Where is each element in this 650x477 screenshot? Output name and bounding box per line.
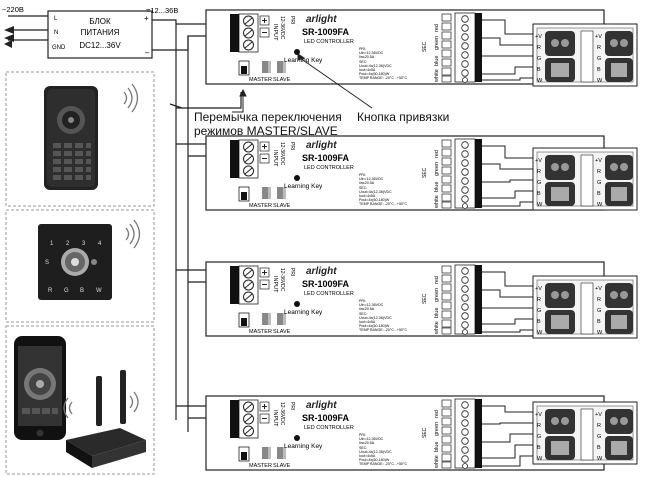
wall-num-2: 2	[66, 241, 70, 247]
handheld-remote	[44, 86, 98, 190]
led-strip-3	[532, 275, 638, 339]
jumper-callout-line2: режимов MASTER/SLAVE	[194, 124, 338, 138]
wireless-signal-icon	[125, 219, 141, 249]
psu-title-2: ПИТАНИЯ	[81, 28, 120, 37]
smartphone-app	[14, 336, 66, 440]
wall-letter-w: W	[96, 288, 102, 294]
power-supply	[4, 10, 153, 59]
led-strip-4	[532, 401, 638, 465]
wireless-signal-icon	[63, 391, 139, 419]
output-wiring	[482, 19, 533, 467]
wireless-signal-icon	[123, 83, 139, 113]
psu-output-voltage: =12...36B	[146, 6, 178, 15]
psu-minus: –	[145, 48, 150, 57]
wall-letter-b: B	[80, 288, 84, 294]
psu-pin-n: N	[54, 30, 58, 36]
wall-num-3: 3	[82, 241, 86, 247]
led-strip-1	[532, 23, 638, 87]
wifi-converter	[66, 370, 146, 468]
wall-panel-remote: 1 2 3 4 S R G B W	[38, 224, 112, 300]
mains-voltage-label: ~220B	[2, 5, 24, 14]
wall-letter-g: G	[64, 288, 69, 294]
jumper-callout-line1: Перемычка переключения	[194, 110, 342, 124]
wall-letter-s: S	[45, 260, 49, 266]
wall-num-1: 1	[50, 241, 54, 247]
led-strip-2	[532, 147, 638, 211]
wall-letter-r: R	[48, 288, 53, 294]
psu-pin-l: L	[54, 16, 58, 22]
psu-pin-gnd: GND	[52, 45, 66, 51]
psu-title-3: DC12...36V	[79, 41, 121, 50]
callout-leaders	[232, 53, 373, 113]
jumper-callout: Перемычка переключения режимов MASTER/SL…	[194, 110, 342, 138]
learning-key-callout: Кнопка привязки	[357, 110, 450, 124]
psu-plus: +	[144, 14, 149, 23]
wall-num-4: 4	[98, 241, 102, 247]
psu-title-1: БЛОК	[89, 17, 111, 26]
